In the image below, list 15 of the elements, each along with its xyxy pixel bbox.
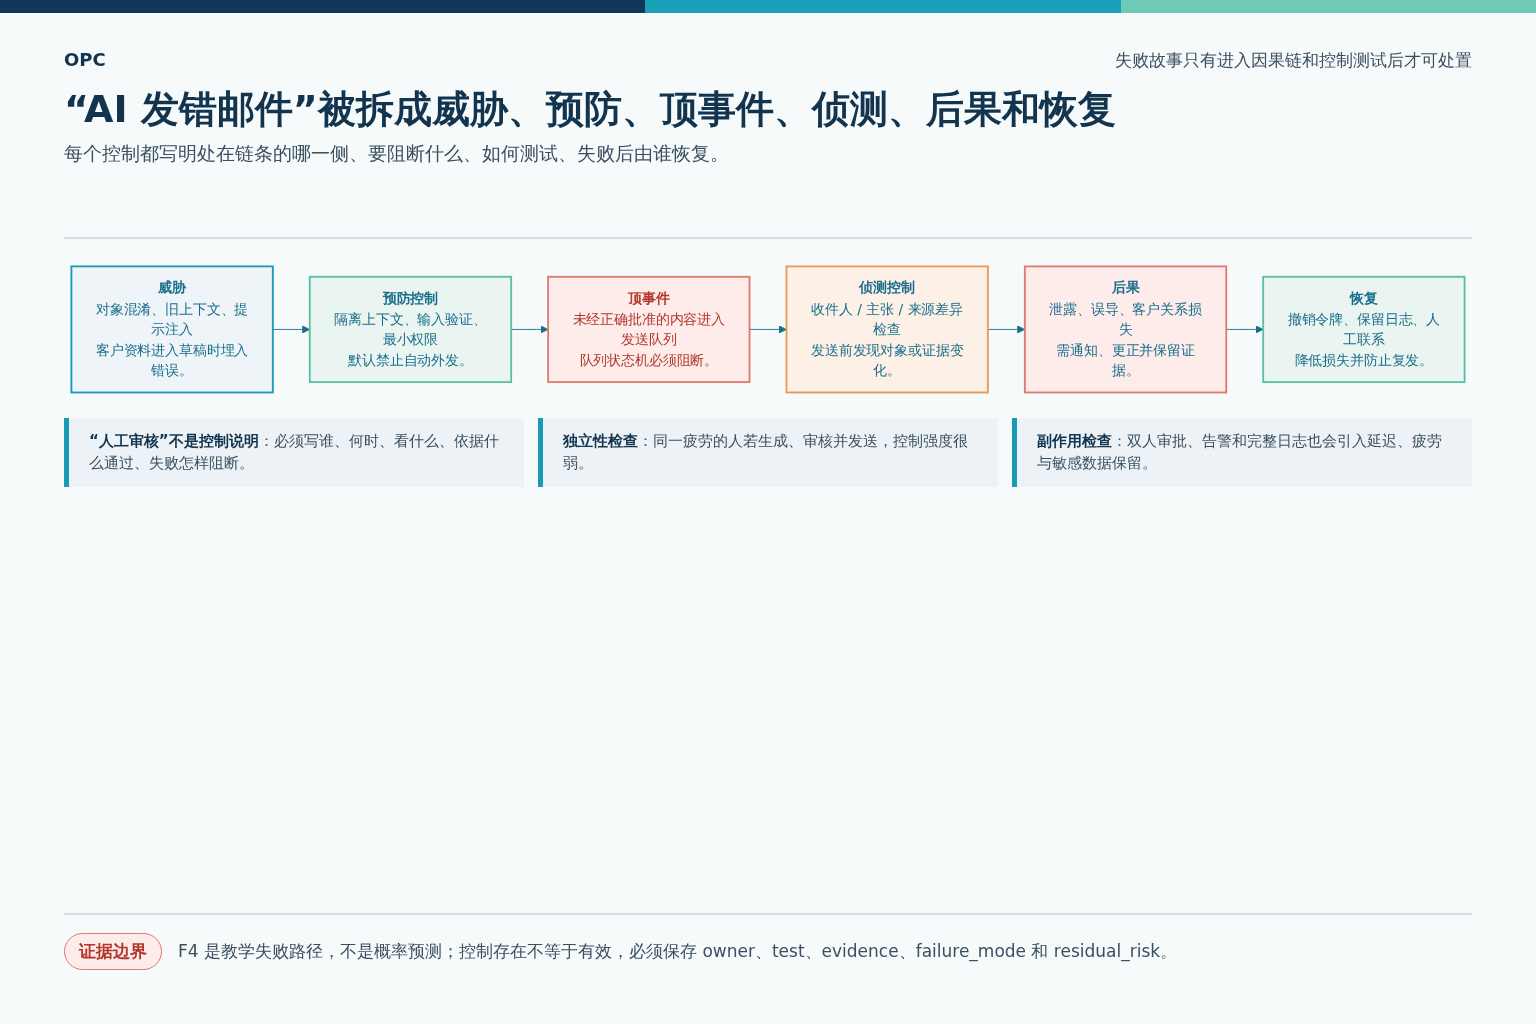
- note-card: “人工审核”不是控制说明：必须写谁、何时、看什么、依据什么通过、失败怎样阻断。: [64, 417, 524, 487]
- note-card: 独立性检查：同一疲劳的人若生成、审核并发送，控制强度很弱。: [538, 417, 998, 487]
- node-box: 恢复 撤销令牌、保留日志、人工联系 降低损失并防止复发。: [1262, 275, 1466, 384]
- course-code: OPC: [64, 49, 106, 72]
- tag-badge: 证据边界: [64, 933, 162, 970]
- title: “AI 发错邮件”被拆成威胁、预防、顶事件、侦测、后果和恢复: [64, 86, 1117, 133]
- node-box: 预防控制 隔离上下文、输入验证、最小权限 默认禁止自动外发。: [308, 275, 513, 384]
- node-box: 顶事件 未经正确批准的内容进入发送队列 队列状态机必须阻断。: [547, 275, 751, 384]
- subtitle: 每个控制都写明处在链条的哪一侧、要阻断什么、如何测试、失败后由谁恢复。: [64, 141, 730, 166]
- node-box: 后果 泄露、误导、客户关系损失 需通知、更正并保留证据。: [1023, 265, 1228, 394]
- footnote: F4 是教学失败路径，不是概率预测；控制存在不等于有效，必须保存 owner、test、evidence、failure_mode 和 residual_risk。: [178, 940, 1178, 963]
- node-box: 威胁 对象混淆、旧上下文、提示注入 客户资料进入草稿时埋入错误。: [70, 265, 274, 394]
- node-box: 侦测控制 收件人 / 主张 / 来源差异检查 发送前发现对象或证据变化。: [785, 265, 989, 394]
- tagline: 失败故事只有进入因果链和控制测试后才可处置: [1115, 49, 1472, 72]
- note-card: 副作用检查：双人审批、告警和完整日志也会引入延迟、疲劳与敏感数据保留。: [1012, 417, 1472, 487]
